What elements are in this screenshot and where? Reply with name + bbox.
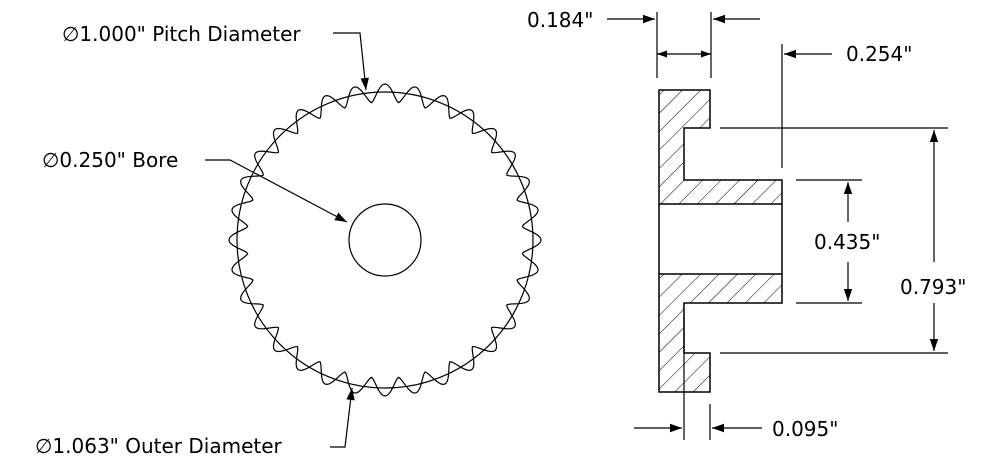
pitch-circle: [236, 91, 534, 389]
dim-label-0793: 0.793": [900, 275, 966, 299]
pitch-diameter-label: ∅1.000" Pitch Diameter: [62, 22, 301, 46]
dim-label-0435: 0.435": [814, 230, 880, 254]
pitch-leader: [333, 32, 369, 91]
lower-section: [658, 273, 783, 393]
side-view: 0.184" 0.254" 0.435" 0.793" 0.095": [527, 8, 966, 441]
outer-leader: [330, 387, 355, 448]
dim-label-0095: 0.095": [772, 417, 838, 441]
front-view: ∅1.000" Pitch Diameter ∅0.250" Bore ∅1.0…: [35, 22, 542, 458]
bore-leader: [205, 159, 348, 223]
upper-section: [658, 89, 783, 205]
dim-label-0184: 0.184": [527, 8, 593, 32]
dim-label-0254: 0.254": [846, 42, 912, 66]
outer-diameter-label: ∅1.063" Outer Diameter: [35, 434, 283, 458]
bore-circle: [348, 203, 422, 277]
gear-outline: [228, 83, 542, 397]
bore-label: ∅0.250" Bore: [42, 148, 178, 172]
